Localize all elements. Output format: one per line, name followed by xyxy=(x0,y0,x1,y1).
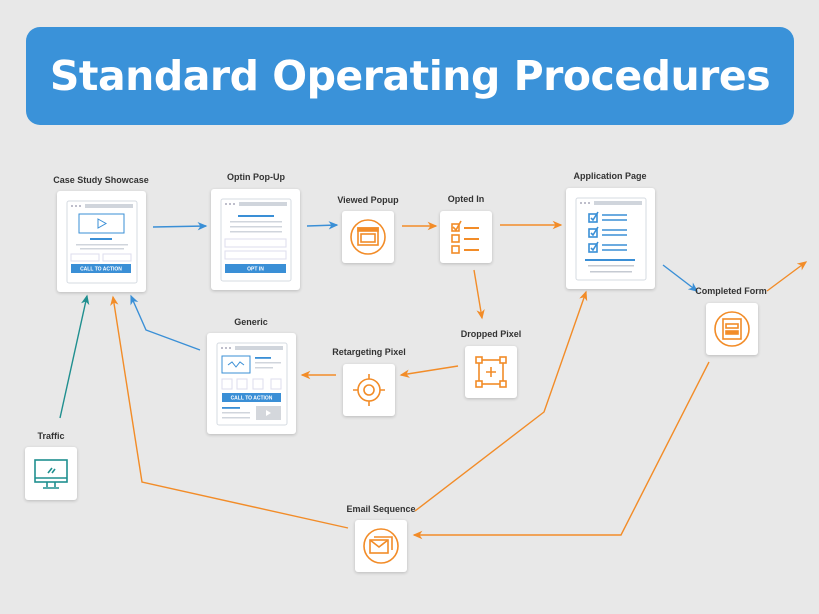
node-label-email-sequence: Email Sequence xyxy=(346,504,416,514)
edge-traffic-casestudy xyxy=(59,294,90,419)
node-application-page[interactable] xyxy=(566,188,655,289)
node-email-sequence[interactable] xyxy=(355,520,407,572)
monitor-icon xyxy=(34,458,68,489)
edge-casestudy-optin xyxy=(152,221,208,231)
edge-email-casestudy xyxy=(110,295,349,529)
page-title: Standard Operating Procedures xyxy=(49,52,771,100)
application-checklist-icon xyxy=(575,197,646,280)
generic-cta-text: CALL TO ACTION xyxy=(230,395,272,401)
node-label-dropped-pixel: Dropped Pixel xyxy=(460,329,522,339)
node-label-retargeting: Retargeting Pixel xyxy=(332,347,406,357)
node-label-completed-form: Completed Form xyxy=(695,286,767,296)
title-banner: Standard Operating Procedures xyxy=(26,27,794,125)
popup-window-icon xyxy=(350,219,386,255)
edge-completed-email xyxy=(412,361,710,540)
node-generic[interactable]: CALL TO ACTION xyxy=(207,333,296,434)
node-label-viewed-popup: Viewed Popup xyxy=(337,195,399,205)
node-label-traffic: Traffic xyxy=(37,431,65,441)
edge-email-application xyxy=(414,290,588,512)
node-label-application: Application Page xyxy=(573,171,647,181)
node-label-optin: Optin Pop-Up xyxy=(227,172,285,182)
optin-button-text: OPT IN xyxy=(247,266,264,272)
edge-optedin-dropped xyxy=(473,269,485,320)
edge-application-completed xyxy=(662,264,699,292)
edge-generic-casestudy xyxy=(130,294,201,351)
optin-form-icon: OPT IN xyxy=(220,198,291,281)
landing-page-video-icon: CALL TO ACTION xyxy=(66,200,137,283)
pixel-icon xyxy=(475,356,507,388)
node-traffic[interactable] xyxy=(25,447,77,500)
node-opted-in[interactable] xyxy=(440,211,492,263)
node-label-opted-in: Opted In xyxy=(447,194,485,204)
node-completed-form[interactable] xyxy=(706,303,758,355)
node-viewed-popup[interactable] xyxy=(342,211,394,263)
edge-completed-out xyxy=(766,261,808,292)
cta-button-text: CALL TO ACTION xyxy=(80,266,122,272)
edge-dropped-retargeting xyxy=(399,365,459,378)
node-case-study-showcase[interactable]: CALL TO ACTION xyxy=(57,191,146,292)
checklist-icon xyxy=(451,220,479,254)
email-icon xyxy=(363,528,399,564)
node-optin-popup[interactable]: OPT IN xyxy=(211,189,300,290)
node-label-case-study: Case Study Showcase xyxy=(53,175,149,185)
edge-optin-viewed xyxy=(306,221,339,230)
target-icon xyxy=(353,374,385,406)
node-label-generic: Generic xyxy=(234,317,268,327)
node-retargeting-pixel[interactable] xyxy=(343,364,395,416)
form-icon xyxy=(714,311,750,347)
generic-page-icon: CALL TO ACTION xyxy=(216,342,287,425)
node-dropped-pixel[interactable] xyxy=(465,346,517,398)
